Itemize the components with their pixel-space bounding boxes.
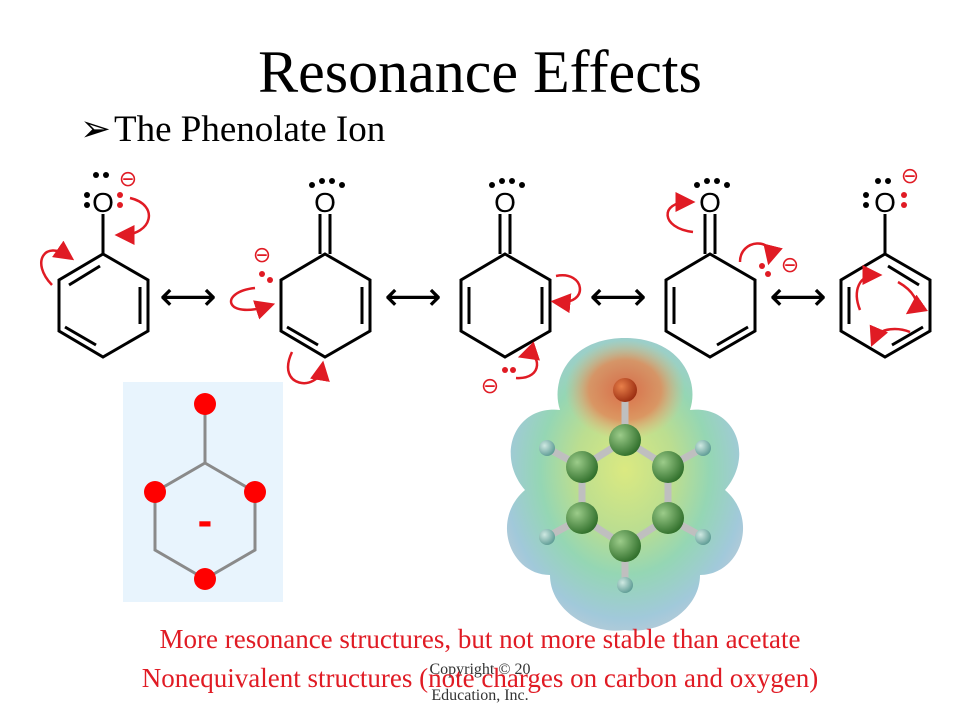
structure-5	[839, 214, 932, 359]
equilibrium-arrow-4: ⟷	[769, 274, 826, 320]
negative-charge-3: ⊖	[481, 374, 499, 399]
negative-charge-5: ⊖	[901, 164, 919, 189]
lone-pairs-5	[863, 178, 891, 208]
structure-3	[459, 214, 552, 359]
curved-arrow-5c	[869, 324, 911, 347]
lone-pairs-2	[309, 178, 345, 188]
footer-line-2: Nonequivalent structures (note charges o…	[141, 663, 819, 693]
lone-pair-red-1	[117, 192, 123, 208]
curved-arrow-5a	[855, 265, 883, 311]
lone-pairs-3	[489, 178, 525, 188]
bullet-item: ➢The Phenolate Ion	[80, 109, 386, 151]
panel-charge-label: -	[198, 496, 213, 545]
oxygen-label-4: O	[699, 187, 721, 218]
lone-pair-red-3	[502, 367, 516, 373]
structure-4	[664, 214, 757, 359]
slide-title: Resonance Effects	[258, 39, 702, 105]
lone-pair-red-5	[901, 192, 907, 208]
equilibrium-arrow-2: ⟷	[384, 274, 441, 320]
structure-1	[57, 214, 150, 359]
curved-arrow-1b	[40, 240, 75, 286]
bullet-arrow-icon: ➢	[80, 109, 112, 150]
curved-arrow-2b	[286, 351, 330, 385]
curved-arrow-4a	[738, 242, 783, 266]
curved-arrow-3a	[515, 341, 541, 380]
footer-line-1: More resonance structures, but not more …	[159, 624, 801, 654]
curved-arrow-5b	[897, 280, 928, 315]
oxygen-label-3: O	[494, 187, 516, 218]
equilibrium-arrow-3: ⟷	[589, 274, 646, 320]
oxygen-label-2: O	[314, 187, 336, 218]
curved-arrow-3b	[550, 274, 582, 314]
lone-pairs-4	[694, 178, 730, 188]
curved-arrow-1a	[114, 196, 151, 245]
equilibrium-arrow-1: ⟷	[159, 274, 216, 320]
copyright-line-2: Education, Inc.	[431, 687, 529, 704]
electrostatic-potential-map	[506, 338, 744, 631]
curved-arrow-4b	[666, 192, 696, 234]
negative-charge-1: ⊖	[119, 167, 137, 192]
negative-charge-4: ⊖	[781, 253, 799, 278]
charge-dots	[144, 393, 266, 590]
lone-pairs-1	[84, 172, 109, 208]
bullet-text: The Phenolate Ion	[114, 109, 386, 150]
structure-2	[279, 214, 372, 359]
negative-charge-2: ⊖	[253, 243, 271, 268]
copyright-line-1: Copyright © 20	[429, 661, 531, 678]
oxygen-label-5: O	[874, 187, 896, 218]
curved-arrow-2a	[229, 286, 276, 320]
lone-pair-red-2	[259, 271, 273, 283]
oxygen-label-1: O	[92, 187, 114, 218]
